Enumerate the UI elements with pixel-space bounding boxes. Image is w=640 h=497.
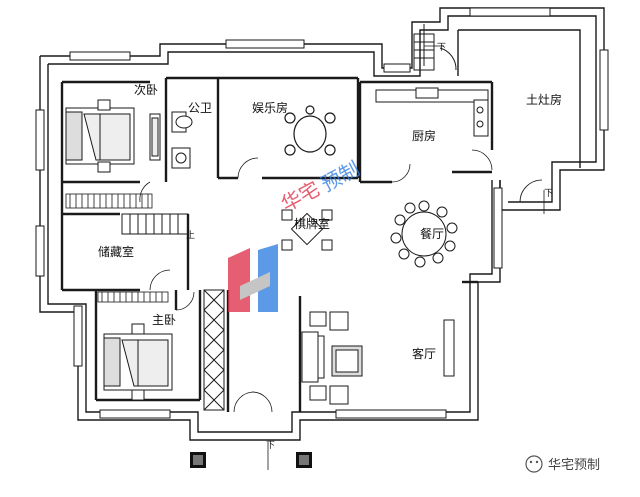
room-label-entertainment-room: 娱乐房 <box>252 100 288 115</box>
wechat-icon <box>525 455 543 473</box>
stair-arrows <box>267 45 545 470</box>
stair <box>121 213 189 235</box>
stair-mark-down-right: 下 <box>544 189 553 199</box>
room-label-secondary-bedroom: 次卧 <box>134 83 158 97</box>
bed-secondary <box>65 99 161 173</box>
watermark-text: 华宅预制 <box>548 458 600 473</box>
bed-master <box>103 289 225 411</box>
svg-text:预制: 预制 <box>317 156 364 196</box>
room-label-dining-room: 餐厅 <box>420 226 444 241</box>
dining-table <box>390 200 458 268</box>
windows <box>35 7 609 419</box>
room-label-public-bathroom: 公卫 <box>188 101 212 115</box>
room-label-storage-room: 储藏室 <box>98 244 134 259</box>
upper-stair <box>413 24 457 71</box>
door-swings <box>139 149 543 413</box>
room-label-living-room: 客厅 <box>412 346 436 361</box>
outer-walls <box>39 7 605 441</box>
room-label-master-bedroom: 主卧 <box>152 313 176 327</box>
stair-mark-down-top: 下 <box>437 43 446 53</box>
living-sofa <box>301 311 455 405</box>
columns <box>190 452 312 468</box>
storage-shelf <box>65 193 169 303</box>
brand-logo-watermark: 华宅 预制 <box>228 156 364 312</box>
room-label-kitchen: 厨房 <box>412 128 436 143</box>
bathroom-fixtures <box>171 111 193 169</box>
entertainment-table <box>284 105 336 156</box>
wechat-watermark: 华宅预制 <box>525 455 600 473</box>
room-label-earth-stove-room: 土灶房 <box>526 92 562 107</box>
stair-mark-up: 上 <box>186 230 195 241</box>
svg-text:华宅: 华宅 <box>277 176 324 216</box>
stair-mark-down-entrance: 下 <box>266 441 275 451</box>
kitchen-counters <box>375 87 489 137</box>
chess-table <box>281 209 333 251</box>
room-label-chess-room: 棋牌室 <box>294 216 330 231</box>
